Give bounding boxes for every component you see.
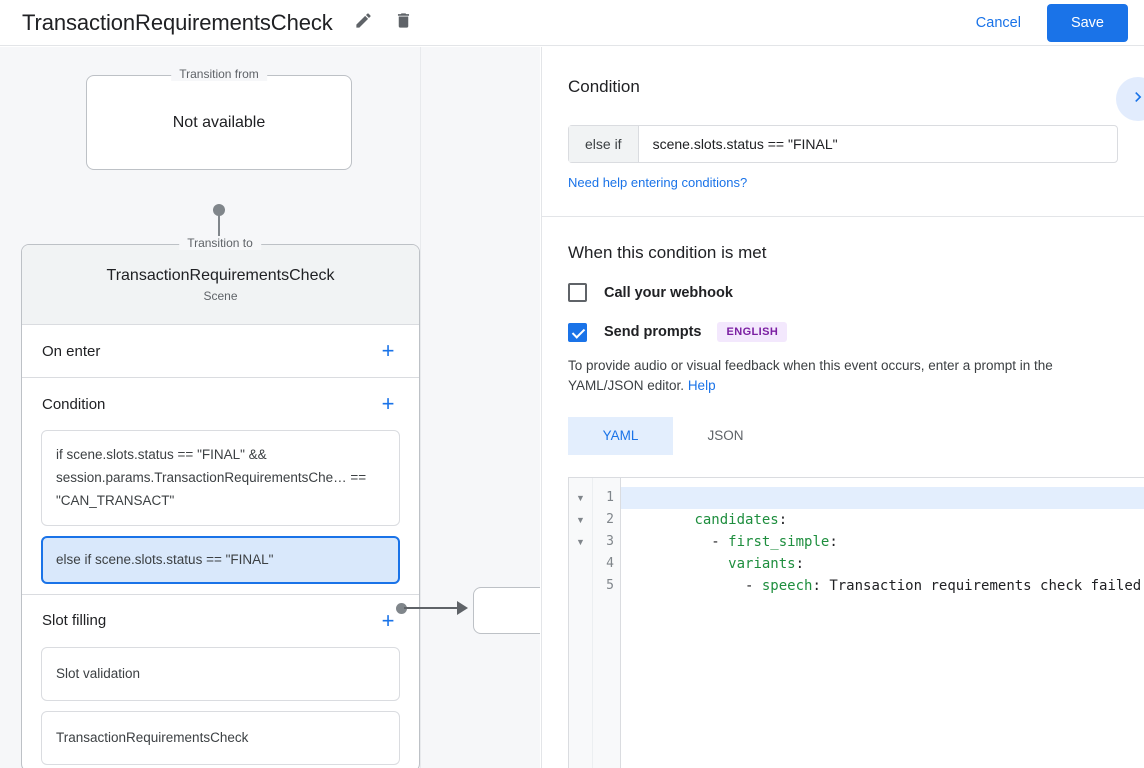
outgoing-edge-line (404, 607, 460, 609)
code-indent (694, 578, 745, 594)
add-on-enter-button[interactable]: + (381, 338, 395, 363)
canvas-grid-line (420, 47, 421, 768)
webhook-row[interactable]: Call your webhook (568, 283, 1118, 302)
language-badge: ENGLISH (717, 322, 788, 342)
condition-prefix-label: else if (569, 126, 639, 162)
section-head-on-enter: On enter + (22, 325, 419, 377)
transition-from-value: Not available (172, 113, 266, 131)
fold-arrow-line-2[interactable]: ▼ (576, 515, 585, 525)
code-text-area[interactable]: candidates: - first_simple: variants: - … (621, 478, 1144, 768)
code-line[interactable]: candidates: (621, 487, 1144, 528)
call-webhook-checkbox[interactable] (568, 283, 587, 302)
scene-section-slot-filling: Slot filling + Slot validation Transacti… (22, 595, 419, 766)
tab-json[interactable]: JSON (707, 428, 744, 443)
slot-filling-item[interactable]: Slot validation (41, 646, 400, 702)
code-dash: - (745, 578, 762, 594)
scene-subtitle: Scene (203, 288, 238, 303)
add-slot-filling-button[interactable]: + (381, 607, 395, 633)
outgoing-edge-dot (396, 603, 407, 614)
top-app-bar: TransactionRequirementsCheck Cancel Save (0, 0, 1144, 46)
code-colon: : (778, 512, 788, 528)
expand-panel-button[interactable] (1116, 77, 1144, 121)
send-prompts-row[interactable]: Send prompts ENGLISH (568, 322, 1118, 342)
line-number: 1 (606, 490, 614, 505)
section-head-slot-filling: Slot filling + (22, 595, 419, 647)
section-title-slot-filling: Slot filling (42, 612, 107, 630)
transition-to-legend: Transition to (179, 236, 261, 250)
panel-condition-section: Condition else if scene.slots.status == … (542, 47, 1144, 217)
panel-condition-heading: Condition (568, 77, 640, 96)
tab-yaml[interactable]: YAML (568, 416, 673, 455)
fold-arrow-line-1[interactable]: ▼ (576, 493, 585, 503)
target-node-card[interactable] (473, 587, 540, 634)
condition-input-row[interactable]: else if scene.slots.status == "FINAL" (568, 125, 1118, 163)
code-line[interactable]: - first_simple: (621, 509, 1144, 550)
condition-help-link[interactable]: Need help entering conditions? (568, 175, 748, 190)
page-title: TransactionRequirementsCheck (22, 9, 333, 35)
add-condition-button[interactable]: + (381, 391, 395, 416)
trash-icon (394, 11, 413, 35)
section-title-on-enter: On enter (42, 342, 101, 360)
condition-expression-input[interactable]: scene.slots.status == "FINAL" (652, 136, 838, 152)
call-webhook-label: Call your webhook (604, 284, 733, 301)
detail-panel: Condition else if scene.slots.status == … (541, 47, 1144, 768)
condition-item-selected[interactable]: else if scene.slots.status == "FINAL" (41, 535, 400, 584)
delete-button[interactable] (387, 6, 421, 40)
line-number: 5 (606, 578, 614, 593)
send-prompts-label: Send prompts (604, 324, 702, 340)
when-met-heading: When this condition is met (568, 243, 767, 262)
code-fold-gutter: ▼ ▼ ▼ (569, 478, 593, 768)
panel-when-met-section: When this condition is met Call your web… (542, 217, 1144, 455)
outgoing-edge-arrowhead (457, 601, 468, 615)
scene-header[interactable]: TransactionRequirementsCheck Scene (22, 245, 419, 325)
code-key: variants (728, 556, 796, 572)
code-key: speech (761, 578, 813, 594)
section-title-condition: Condition (42, 395, 106, 413)
code-indent (694, 534, 711, 550)
code-key: first_simple (728, 534, 830, 550)
edit-name-button[interactable] (347, 6, 381, 40)
chevron-right-icon (1128, 87, 1144, 112)
code-line[interactable]: - speech: Transaction requirements check… (621, 553, 1144, 594)
code-line[interactable]: variants: (621, 531, 1144, 572)
code-indent (694, 556, 728, 572)
scene-section-condition: Condition + if scene.slots.status == "FI… (22, 378, 419, 595)
section-head-condition: Condition + (22, 378, 419, 430)
code-value: Transaction requirements check failed (820, 578, 1142, 594)
code-colon: : (795, 556, 805, 572)
transition-from-legend: Transition from (171, 67, 267, 81)
code-key: candidates (694, 512, 779, 528)
scene-section-on-enter: On enter + (22, 325, 419, 378)
line-number: 4 (606, 556, 614, 571)
cancel-button[interactable]: Cancel (964, 7, 1033, 39)
transition-from-card[interactable]: Not available (86, 75, 352, 170)
code-colon: : (829, 534, 838, 550)
slot-filling-item[interactable]: TransactionRequirementsCheck (41, 711, 400, 766)
save-button[interactable]: Save (1046, 3, 1128, 42)
editor-format-tabs: YAML JSON (568, 416, 1118, 455)
code-colon: : (812, 578, 821, 594)
line-number: 3 (606, 534, 614, 549)
prompt-help-sentence: To provide audio or visual feedback when… (568, 358, 1053, 394)
fold-arrow-line-3[interactable]: ▼ (576, 537, 585, 547)
send-prompts-checkbox[interactable] (568, 322, 587, 342)
scene-name: TransactionRequirementsCheck (106, 266, 335, 284)
yaml-code-editor[interactable]: ▼ ▼ ▼ 1 2 3 4 5 candidates: - first_simp… (568, 477, 1144, 768)
graph-canvas[interactable]: Not available Transition from Transactio… (0, 47, 540, 768)
code-line-numbers: 1 2 3 4 5 (593, 478, 621, 768)
line-number: 2 (606, 512, 614, 527)
transition-to-card[interactable]: TransactionRequirementsCheck Scene On en… (21, 244, 420, 768)
condition-item[interactable]: if scene.slots.status == "FINAL" && sess… (41, 430, 400, 526)
prompt-help-text: To provide audio or visual feedback when… (568, 356, 1118, 397)
code-dash: - (711, 534, 729, 550)
pencil-icon (354, 11, 373, 35)
prompt-help-link[interactable]: Help (687, 378, 716, 394)
